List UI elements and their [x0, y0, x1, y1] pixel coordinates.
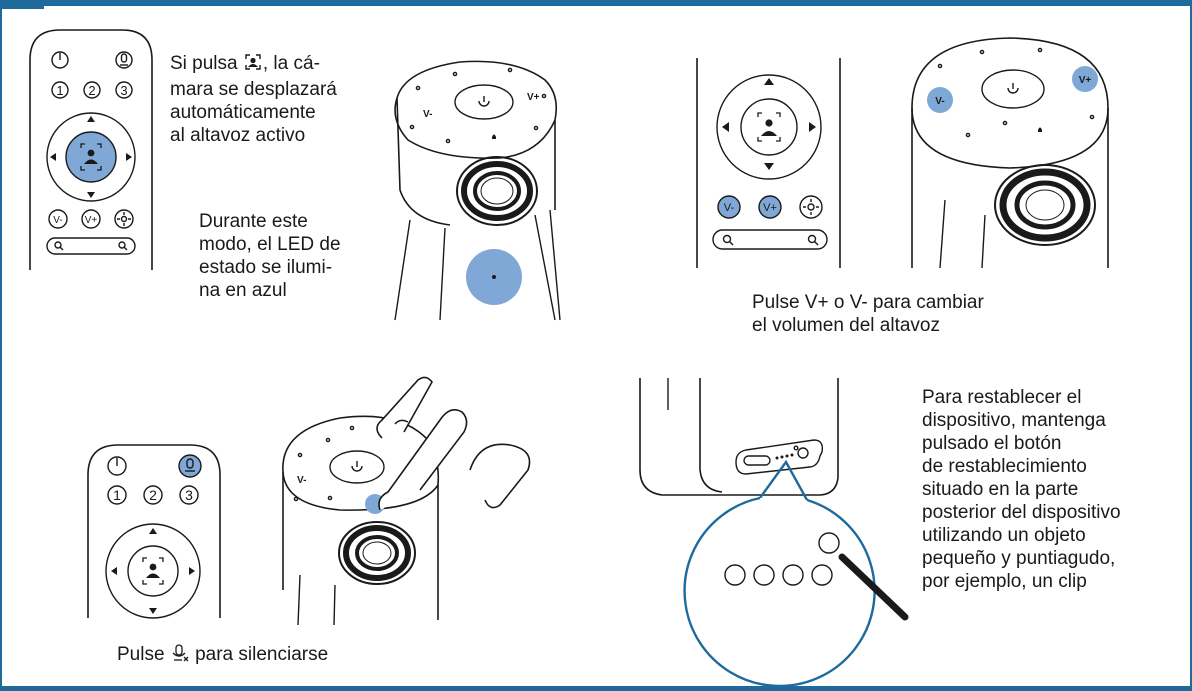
arrow-down-icon [764, 163, 774, 170]
arrow-right-icon [809, 122, 816, 132]
preset-buttons: 1 2 3 [107, 485, 199, 505]
device-vol-down-label: V- [423, 109, 432, 120]
preset-3-label: 3 [120, 83, 127, 98]
mic-icon [1038, 127, 1042, 132]
device-vol-down-highlight [927, 87, 953, 113]
power-icon [107, 456, 127, 476]
reset-view-icon [117, 212, 131, 226]
direction-pad [716, 74, 822, 180]
camera-lens [994, 164, 1096, 246]
camera-lens [338, 521, 416, 585]
volume-buttons: V- V+ [48, 209, 134, 229]
arrow-down-icon [87, 192, 95, 198]
device-rear-view [639, 378, 839, 496]
top-border [0, 0, 1192, 6]
device-vol-down-label: V- [297, 475, 306, 486]
power-port [797, 447, 809, 459]
person-frame-icon [243, 52, 263, 78]
right-border [1190, 6, 1192, 686]
preset-3-label: 3 [185, 487, 193, 503]
bottom-border [0, 686, 1192, 691]
arrow-left-icon [722, 122, 729, 132]
led-status-caption: Durante este modo, el LED de estado se i… [199, 211, 341, 301]
camera-device-top-view: V- V+ [911, 37, 1109, 269]
camera-device-angled: V- V+ [394, 60, 561, 321]
person-frame-icon [80, 143, 102, 171]
power-button-ring [454, 84, 514, 120]
person-frame-icon [142, 557, 164, 585]
device-vol-down-label: V- [935, 96, 944, 107]
arrow-right-icon [126, 153, 132, 161]
vol-up-label: V+ [763, 202, 777, 214]
preset-buttons: 1 2 3 [51, 81, 133, 99]
mic-icon [492, 134, 496, 139]
zoom-out-icon [722, 234, 734, 246]
remote-control-volume: V- V+ [696, 58, 841, 268]
mute-caption: Pulse para silenciarse [117, 643, 417, 669]
device-vol-up-highlight [1072, 66, 1098, 92]
device-vol-up-label: V+ [1079, 75, 1092, 86]
remote-control-mute: 1 2 3 [87, 444, 221, 619]
arrow-down-icon [149, 608, 157, 614]
auto-tracking-caption: Si pulsa , la cá- mara se desplazará aut… [170, 52, 337, 146]
vol-up-button-highlighted [758, 195, 782, 219]
arrow-left-icon [111, 567, 117, 575]
mic-mute-icon [178, 454, 202, 478]
vol-down-button-highlighted [717, 195, 741, 219]
camera-lens [456, 156, 538, 226]
zoom-in-icon [807, 234, 819, 246]
power-icon [351, 461, 363, 472]
reset-caption: Para restablecer el dispositivo, manteng… [922, 387, 1121, 592]
arrow-left-icon [50, 153, 56, 161]
remote-control-auto-tracking: 1 2 3 V- V+ [29, 29, 153, 270]
zoom-bar [712, 229, 828, 250]
mic-mute-icon [115, 51, 133, 69]
vol-down-label: V- [53, 215, 62, 226]
arrow-right-icon [189, 567, 195, 575]
rear-ports [735, 439, 824, 475]
vol-down-label: V- [724, 202, 735, 214]
zoom-bar [46, 237, 136, 255]
person-frame-icon [757, 112, 781, 142]
top-tab [0, 0, 44, 9]
volume-caption: Pulse V+ o V- para cambiar el volumen de… [752, 292, 984, 336]
power-button-ring [981, 69, 1045, 109]
power-icon [1007, 83, 1019, 94]
reset-view-icon [803, 199, 819, 215]
power-button-ring [329, 450, 385, 484]
left-border [0, 6, 2, 686]
paper-clip [838, 553, 909, 621]
volume-buttons: V- V+ [717, 195, 823, 219]
preset-1-label: 1 [56, 83, 63, 98]
camera-device-mute: V- [282, 376, 531, 626]
mic-mute-icon [170, 643, 190, 669]
preset-2-label: 2 [149, 487, 157, 503]
pointing-hand [376, 376, 531, 511]
arrow-up-icon [87, 116, 95, 122]
reset-zoom-callout [683, 459, 909, 688]
auto-tracking-button-highlighted [65, 131, 117, 183]
direction-pad [46, 112, 136, 202]
power-icon [478, 96, 490, 107]
power-icon [51, 51, 69, 69]
reset-hole [793, 445, 799, 451]
vol-up-label: V+ [85, 215, 98, 226]
device-vol-up-label: V+ [527, 92, 540, 103]
arrow-up-icon [149, 528, 157, 534]
usb-port [743, 455, 771, 466]
arrow-up-icon [764, 78, 774, 85]
preset-1-label: 1 [113, 487, 121, 503]
zoom-in-icon [118, 241, 128, 251]
direction-pad [105, 523, 201, 619]
reset-button-zoomed [818, 532, 840, 554]
zoom-out-icon [54, 241, 64, 251]
preset-2-label: 2 [88, 83, 95, 98]
